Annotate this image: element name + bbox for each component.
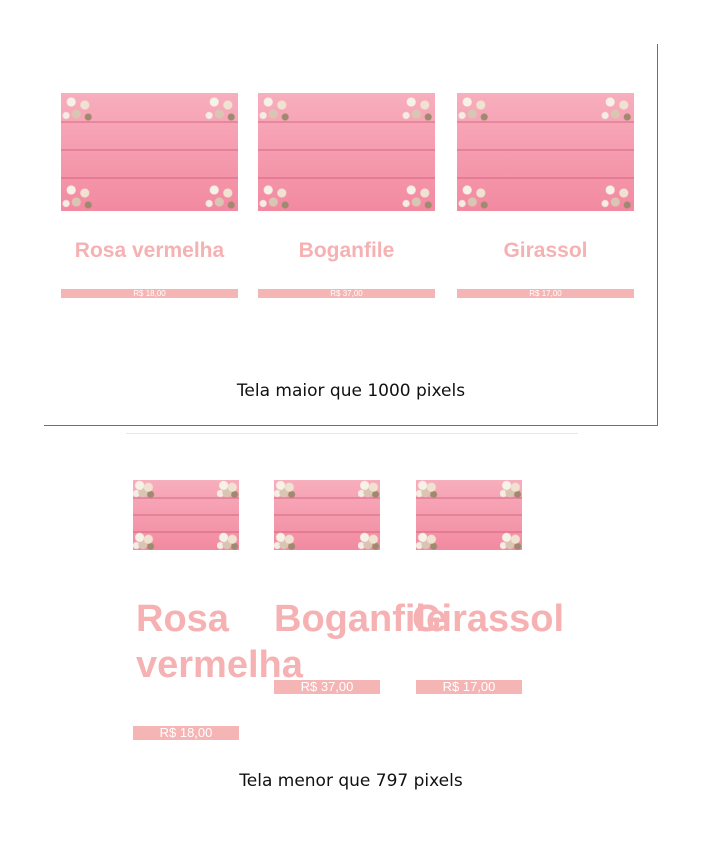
small-screen-caption: Tela menor que 797 pixels: [239, 771, 463, 791]
product-name: Girassol: [412, 598, 565, 640]
product-price: R$ 18,00: [61, 289, 238, 298]
product-price: R$ 37,00: [258, 289, 435, 298]
product-name: Rosa vermelha: [74, 239, 225, 262]
large-screen-panel: [44, 44, 658, 426]
product-image: [61, 93, 238, 211]
product-image: [416, 480, 522, 550]
product-name: Rosa vermelha: [136, 598, 303, 686]
large-screen-caption: Tela maior que 1000 pixels: [236, 381, 466, 401]
product-name: Girassol: [503, 239, 588, 262]
section-divider: [126, 433, 578, 434]
product-image: [258, 93, 435, 211]
product-price: R$ 18,00: [133, 726, 239, 740]
product-image: [457, 93, 634, 211]
product-image: [133, 480, 239, 550]
product-price: R$ 17,00: [457, 289, 634, 298]
product-name: Boganfile: [274, 598, 448, 640]
product-price: R$ 37,00: [274, 680, 380, 694]
product-name: Boganfile: [298, 239, 395, 262]
product-image: [274, 480, 380, 550]
product-price: R$ 17,00: [416, 680, 522, 694]
